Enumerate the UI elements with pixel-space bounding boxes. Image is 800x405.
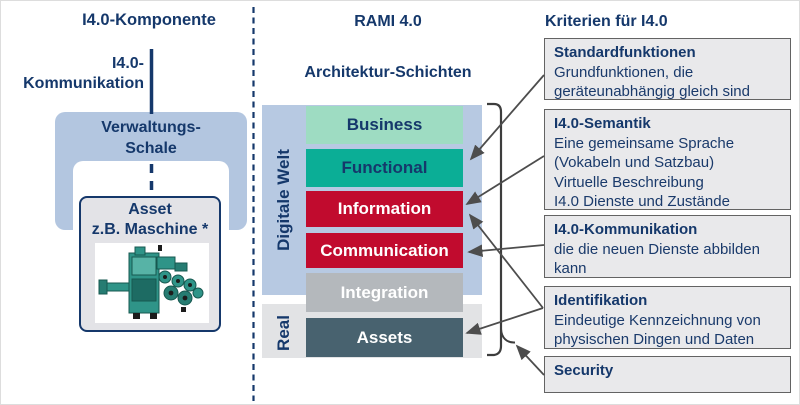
criteria-title: Security [554, 362, 614, 379]
criteria-line: I4.0 Dienste und Zustände [554, 193, 730, 210]
bracket-curl [500, 328, 516, 344]
asset-line1: Asset [128, 201, 172, 218]
layer-assets: Assets [306, 318, 463, 357]
left-column-title: I4.0-Komponente [82, 11, 216, 29]
layer-functional-label: Functional [341, 158, 428, 177]
machine-photo-panel [95, 243, 209, 323]
criteria-box-security: Security [544, 356, 791, 393]
layer-functional: Functional [306, 149, 463, 187]
criteria-line: Eindeutige Kennzeichnung von [554, 311, 761, 329]
layer-assets-label: Assets [356, 327, 413, 347]
right-column-title: Kriterien für I4.0 [545, 13, 668, 30]
criteria-box-kommunikation: I4.0-Kommunikation die die neuen Dienste… [544, 215, 791, 278]
i40-kommunikation-line1: I4.0- [111, 55, 144, 72]
layer-integration-label: Integration [340, 282, 429, 302]
layer-integration: Integration [306, 273, 463, 312]
verwaltungsschale-line2: Schale [125, 140, 177, 157]
criteria-title: I4.0-Kommunikation [554, 221, 698, 238]
criteria-title: Identifikation [554, 292, 648, 309]
criteria-line: die die neuen Dienste abbilden [554, 240, 760, 258]
criteria-line: Eine gemeinsame Sprache [554, 134, 735, 152]
criteria-line: Virtuelle Beschreibung [554, 173, 704, 191]
layers-bracket [487, 102, 503, 357]
criteria-box-identifikation: Identifikation Eindeutige Kennzeichnung … [544, 286, 791, 349]
real-label: Real [274, 315, 293, 351]
i40-kommunikation-line2: Kommunikation [23, 75, 144, 92]
criteria-box-standardfunktionen: Standardfunktionen Grundfunktionen, die … [544, 38, 791, 100]
arrow-security-to-bracket [515, 344, 545, 376]
layer-business-label: Business [346, 115, 423, 134]
asset-label: Asset z.B. Maschine * [79, 200, 221, 240]
criteria-line: Grundfunktionen, die [554, 63, 694, 81]
criteria-line: (Vokabeln und Satzbau) [554, 154, 715, 171]
criteria-line: geräteunabhängig gleich sind [554, 83, 750, 100]
layer-business: Business [306, 106, 463, 144]
criteria-title: Standardfunktionen [554, 44, 696, 61]
architecture-layers-subtitle: Architektur-Schichten [304, 64, 472, 81]
asset-line2: z.B. Maschine * [91, 221, 209, 238]
layer-communication-label: Communication [320, 240, 449, 260]
i40-kommunikation-label: I4.0- Kommunikation [1, 54, 144, 94]
middle-column-title: RAMI 4.0 [354, 13, 422, 30]
criteria-box-semantik: I4.0-Semantik Eine gemeinsame Sprache (V… [544, 109, 791, 210]
criteria-title: I4.0-Semantik [554, 115, 651, 132]
criteria-line: kann [554, 260, 587, 277]
layer-information: Information [306, 191, 463, 227]
layer-communication: Communication [306, 233, 463, 268]
layer-information-label: Information [337, 199, 432, 218]
criteria-line: physischen Dingen und Daten [554, 331, 755, 348]
digital-world-label: Digitale Welt [274, 149, 293, 251]
machine-icon [98, 245, 204, 319]
verwaltungsschale-label: Verwaltungs- Schale [55, 117, 247, 159]
verwaltungsschale-line1: Verwaltungs- [101, 119, 201, 136]
